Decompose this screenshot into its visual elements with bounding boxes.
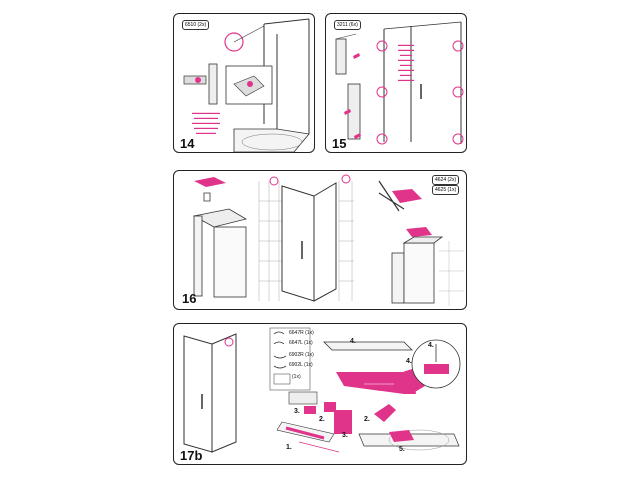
part-code-tag: 3211 (6x) (334, 20, 361, 30)
step-16-illustration (192, 174, 464, 306)
panel-step-14: 6510 (2x) ▬▬▬▬▬▬▬▬▬▬▬▬▬▬▬▬▬▬▬▬▬▬▬▬▬▬▬▬▬▬… (173, 13, 315, 153)
substep-3b: 3. (342, 432, 348, 439)
step-number: 16 (182, 291, 197, 306)
step-number: 15 (332, 136, 347, 151)
substep-4b: 4. (406, 358, 412, 365)
part-mesh: (1x) (292, 374, 301, 380)
part-6902R: 6902R (1x) (289, 352, 314, 358)
substep-4c: 4. (428, 342, 434, 349)
step-number: 17b (180, 448, 203, 463)
code-label: 4624 (2x) (435, 177, 457, 183)
panel-step-16: 4624 (2x) 4625 (1x) 16 (173, 170, 467, 310)
step-number: 14 (180, 136, 195, 151)
step-17b-illustration (183, 327, 461, 453)
part-code-label: 6510 (2x) (185, 22, 207, 28)
part-6902L: 6902L (1x) (289, 362, 313, 368)
part-code-tag: 6510 (2x) (182, 20, 210, 30)
part-6647R: 6647R (1x) (289, 330, 314, 336)
substep-4: 4. (350, 338, 356, 345)
substep-3: 3. (294, 408, 300, 415)
substep-1: 1. (286, 444, 292, 451)
step-15-illustration (335, 21, 464, 145)
code-label: 4625 (1x) (435, 187, 457, 193)
substep-2: 2. (319, 416, 325, 423)
code-tag-1: 4624 (2x) (432, 175, 460, 185)
warning-text-block: ▬▬▬▬▬▬▬▬▬▬▬▬▬▬▬▬▬▬▬▬▬▬▬▬▬▬▬▬▬ (398, 42, 414, 82)
panel-step-17b: 6647R (1x) 6647L (1x) 6902R (1x) 6902L (… (173, 323, 467, 465)
substep-5: 5. (399, 446, 405, 453)
panel-step-15: 3211 (6x) ▬▬▬▬▬▬▬▬▬▬▬▬▬▬▬▬▬▬▬▬▬▬▬▬▬▬▬▬▬ … (325, 13, 467, 153)
part-code-label: 3211 (6x) (337, 22, 358, 28)
substep-2b: 2. (364, 416, 370, 423)
code-tag-2: 4625 (1x) (432, 185, 460, 195)
step-14-illustration (183, 18, 310, 152)
warning-text-block: ▬▬▬▬▬▬▬▬▬▬▬▬▬▬▬▬▬▬▬▬▬▬▬▬▬▬▬▬▬▬▬ (192, 110, 220, 135)
part-6647L: 6647L (1x) (289, 340, 313, 346)
